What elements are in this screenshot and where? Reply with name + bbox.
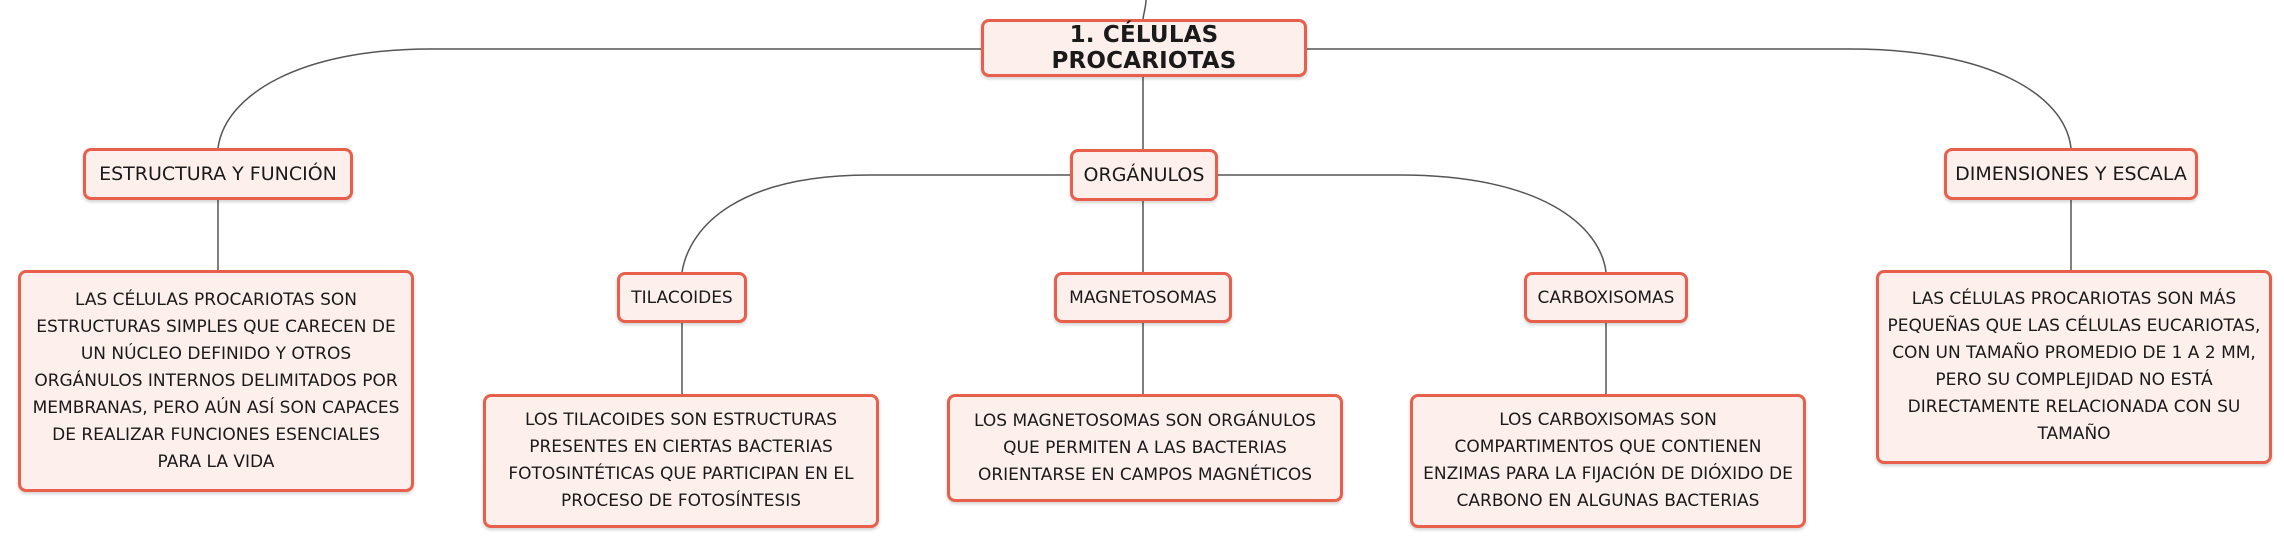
- desc-dimensiones-text: LAS CÉLULAS PROCARIOTAS SON MÁS PEQUEÑAS…: [1887, 289, 2261, 444]
- desc-magnetosomas-text: LOS MAGNETOSOMAS SON ORGÁNULOS QUE PERMI…: [974, 410, 1316, 485]
- desc-dimensiones-y-escala[interactable]: LAS CÉLULAS PROCARIOTAS SON MÁS PEQUEÑAS…: [1876, 270, 2272, 464]
- topic-estructura-label: ESTRUCTURA Y FUNCIÓN: [99, 163, 337, 185]
- desc-tilacoides[interactable]: LOS TILACOIDES SON ESTRUCTURAS PRESENTES…: [483, 394, 879, 528]
- root-label: 1. CÉLULAS PROCARIOTAS: [1051, 22, 1237, 74]
- desc-carboxisomas[interactable]: LOS CARBOXISOMAS SON COMPARTIMENTOS QUE …: [1410, 394, 1806, 528]
- desc-estructura-y-funcion[interactable]: LAS CÉLULAS PROCARIOTAS SON ESTRUCTURAS …: [18, 270, 414, 492]
- link-root-parent: [1142, 0, 1147, 20]
- root-node[interactable]: 1. CÉLULAS PROCARIOTAS: [981, 19, 1307, 77]
- desc-tilacoides-text: LOS TILACOIDES SON ESTRUCTURAS PRESENTES…: [508, 410, 854, 511]
- subtopic-tilacoides-label: TILACOIDES: [631, 287, 733, 308]
- subtopic-carboxisomas[interactable]: CARBOXISOMAS: [1524, 272, 1688, 323]
- subtopic-tilacoides[interactable]: TILACOIDES: [617, 272, 747, 323]
- link-organulos-carboxisomas: [1217, 174, 1607, 273]
- link-root-dimensiones: [1306, 48, 2072, 149]
- topic-estructura-y-funcion[interactable]: ESTRUCTURA Y FUNCIÓN: [83, 148, 353, 200]
- desc-magnetosomas[interactable]: LOS MAGNETOSOMAS SON ORGÁNULOS QUE PERMI…: [947, 394, 1343, 502]
- topic-organulos-label: ORGÁNULOS: [1083, 164, 1205, 186]
- subtopic-carboxisomas-label: CARBOXISOMAS: [1537, 287, 1675, 308]
- subtopic-magnetosomas[interactable]: MAGNETOSOMAS: [1054, 272, 1232, 323]
- desc-estructura-text: LAS CÉLULAS PROCARIOTAS SON ESTRUCTURAS …: [32, 289, 400, 472]
- topic-dimensiones-label: DIMENSIONES Y ESCALA: [1955, 163, 2187, 185]
- subtopic-magnetosomas-label: MAGNETOSOMAS: [1069, 287, 1217, 308]
- link-organulos-tilacoides: [681, 174, 1071, 273]
- desc-carboxisomas-text: LOS CARBOXISOMAS SON COMPARTIMENTOS QUE …: [1423, 410, 1793, 511]
- topic-dimensiones-y-escala[interactable]: DIMENSIONES Y ESCALA: [1944, 148, 2198, 200]
- link-root-estructura: [217, 48, 982, 149]
- topic-organulos[interactable]: ORGÁNULOS: [1070, 149, 1218, 201]
